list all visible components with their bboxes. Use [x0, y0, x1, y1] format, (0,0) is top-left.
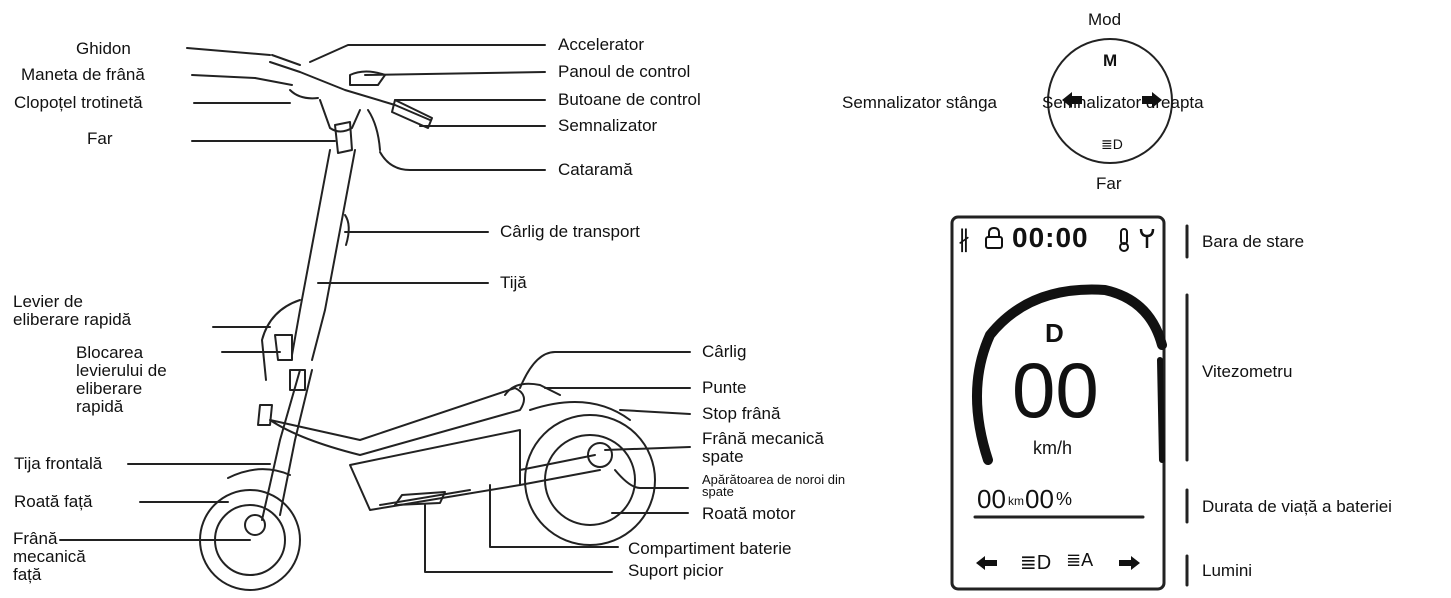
right-arrow-icon [1119, 556, 1140, 570]
label-rear-fender: Apărătoarea de noroi din spate [702, 472, 846, 499]
pad-label-light: Far [1096, 174, 1122, 193]
label-quick-release-lever: Levier de eliberare rapidă [13, 292, 132, 329]
label-turn-signal: Semnalizator [558, 116, 658, 135]
pad-label-right-signal: Semnalizator dreapta [1042, 93, 1204, 112]
label-motor-wheel: Roată motor [702, 504, 796, 523]
label-quick-release-lock: Blocarea levierului de eliberare rapidă [76, 343, 167, 416]
label-bell: Clopoțel trotinetă [14, 93, 143, 112]
label-accelerator: Accelerator [558, 35, 644, 54]
battery-value: 00 [1025, 484, 1054, 514]
label-handlebar: Ghidon [76, 39, 131, 58]
headlight-icon: ≣D [1020, 552, 1052, 574]
lock-icon [985, 226, 1003, 249]
wrench-icon [1139, 228, 1155, 248]
label-dashboard: Panoul de control [558, 62, 691, 81]
label-front-wheel: Roată față [14, 492, 93, 511]
label-battery-life: Durata de viață a bateriei [1202, 497, 1392, 516]
pad-label-left-signal: Semnalizator stânga [842, 93, 997, 112]
left-signal-arrow-icon [1062, 92, 1072, 108]
label-carry-hook: Cârlig de transport [500, 222, 640, 241]
label-lights: Lumini [1202, 561, 1253, 580]
pad-label-mode: Mod [1088, 10, 1122, 29]
display-frame [950, 215, 1167, 591]
speed-value: 00 [1012, 346, 1099, 434]
label-hook: Cârlig [702, 342, 747, 361]
scooter-illustration [199, 54, 656, 591]
status-time: 00:00 [1012, 222, 1089, 253]
label-headlight: Far [87, 129, 113, 148]
right-signal-arrow-icon [1152, 92, 1162, 108]
battery-unit: % [1056, 489, 1073, 509]
label-front-fork: Tija frontală [14, 454, 103, 473]
left-arrow-icon [976, 556, 997, 570]
label-status-bar: Bara de stare [1202, 232, 1305, 251]
gear-indicator: D [1045, 318, 1064, 348]
label-rear-brake: Frână mecanică spate [702, 429, 824, 466]
label-battery-compartment: Compartiment baterie [628, 539, 792, 558]
mileage-unit: km [1008, 494, 1024, 508]
label-stem: Tijă [500, 273, 527, 292]
label-buckle: Cataramă [558, 160, 633, 179]
headlight-button-icon[interactable]: ≣D [1101, 136, 1123, 152]
bluetooth-icon: ∦ [958, 226, 970, 253]
label-control-buttons: Butoane de control [558, 90, 701, 109]
scooter-leader-lines [59, 44, 691, 573]
temperature-icon [1119, 228, 1129, 252]
label-speedometer: Vitezometru [1202, 362, 1293, 381]
auto-light-icon: ≣A [1066, 550, 1094, 570]
label-deck: Punte [702, 378, 747, 397]
control-pad-arrows [1062, 92, 1162, 108]
label-brake-lever: Maneta de frână [21, 65, 145, 84]
speed-unit: km/h [1033, 438, 1073, 458]
label-front-brake: Frână mecanică față [13, 529, 86, 584]
mode-button-icon[interactable]: M [1103, 51, 1118, 70]
label-kickstand: Suport picior [628, 561, 724, 580]
mileage-value: 00 [977, 484, 1006, 514]
control-pad-outline [1047, 38, 1173, 164]
label-brake-light: Stop frână [702, 404, 781, 423]
